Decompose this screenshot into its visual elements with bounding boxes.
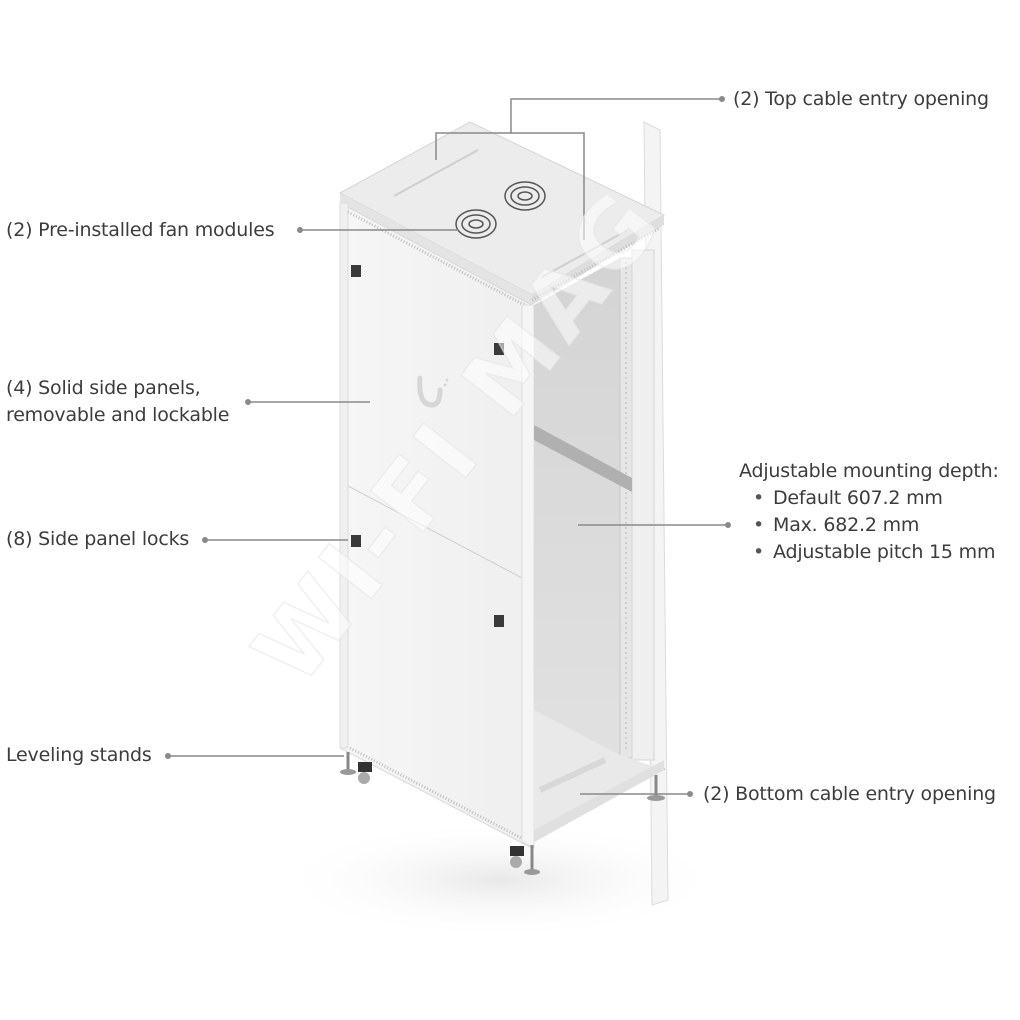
depth-item: Default 607.2 mm [753, 485, 999, 512]
fan-icon [504, 181, 546, 211]
top-cable-slot-1 [393, 149, 479, 197]
callout-top-cable-entry: (2) Top cable entry opening [733, 88, 989, 110]
leveling-foot-icon [647, 775, 665, 801]
brand-logo-icon [417, 375, 443, 408]
depth-item: Adjustable pitch 15 mm [753, 539, 999, 566]
callout-side-panels-line1: (4) Solid side panels, [6, 377, 201, 399]
callout-side-panels-line2: removable and lockable [6, 404, 230, 426]
leader-lines [168, 98, 728, 795]
callout-leveling-stands: Leveling stands [6, 744, 152, 766]
depth-title: Adjustable mounting depth: [739, 460, 999, 482]
callout-mounting-depth: Adjustable mounting depth: Default 607.2… [739, 458, 999, 566]
leveling-foot-icon [340, 752, 356, 775]
callout-side-panel-locks: (8) Side panel locks [6, 528, 190, 550]
lock-icon [494, 343, 504, 355]
top-cable-slot-2 [541, 230, 627, 278]
callout-fan-modules: (2) Pre-installed fan modules [6, 219, 275, 241]
cabinet-interior [534, 258, 620, 800]
depth-rail [534, 425, 632, 492]
caster-icon [510, 845, 540, 875]
lock-icon [351, 265, 361, 277]
depth-item: Max. 682.2 mm [753, 512, 999, 539]
leader-dots [165, 96, 731, 797]
floor-shadow [270, 820, 730, 940]
panel-seam [347, 485, 523, 579]
lock-icon [494, 615, 504, 627]
callout-bottom-cable-entry: (2) Bottom cable entry opening [703, 783, 996, 805]
callout-side-panels: (4) Solid side panels, removable and loc… [6, 375, 229, 429]
depth-list: Default 607.2 mm Max. 682.2 mm Adjustabl… [739, 485, 999, 566]
caster-icon [358, 762, 372, 784]
lock-icon [351, 535, 361, 547]
fan-icon [455, 209, 497, 239]
